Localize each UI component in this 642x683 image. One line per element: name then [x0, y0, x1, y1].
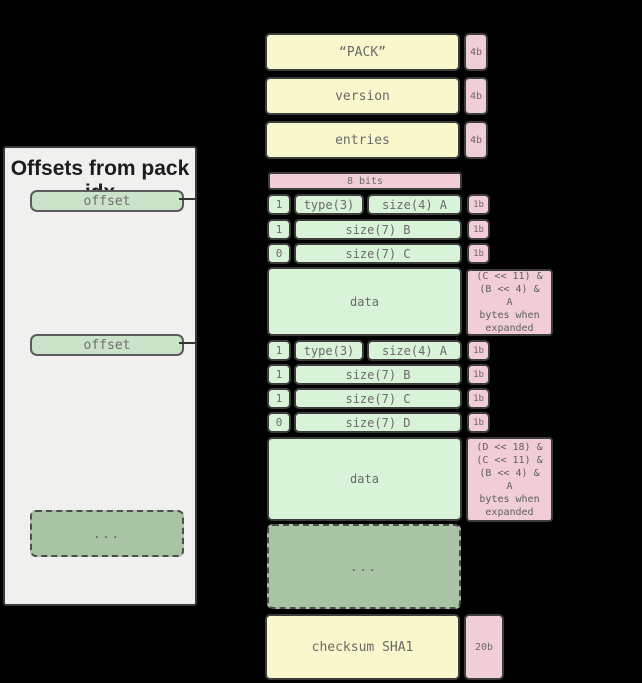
- bit-box: 1: [267, 364, 291, 385]
- field-box: size(4) A: [367, 340, 462, 361]
- entries-size-box: 4b: [464, 121, 488, 159]
- offset-box-2: offset: [30, 334, 184, 356]
- expansion-note-line: bytes when: [479, 493, 540, 505]
- data-box: data: [267, 267, 462, 336]
- version-block: version: [265, 77, 460, 115]
- byte-size-label: 4b: [469, 134, 483, 146]
- bits-header-bar: 8 bits: [268, 172, 462, 190]
- bit-box: 0: [267, 412, 291, 433]
- field-box: size(7) B: [294, 364, 462, 385]
- offset-box-1: offset: [30, 190, 184, 212]
- entries-label: entries: [335, 132, 390, 148]
- data-box: data: [267, 437, 462, 521]
- field-box: size(7) B: [294, 219, 462, 240]
- expansion-note-line: expanded: [485, 323, 534, 334]
- field-box: type(3): [294, 194, 364, 215]
- expansion-note-line: (C << 11) &: [476, 454, 543, 466]
- offsets-panel: Offsets from pack idx offset offset ...: [3, 146, 197, 606]
- field-box: size(7) C: [294, 388, 462, 409]
- expansion-note-line: A: [506, 480, 513, 492]
- checksum-block: checksum SHA1: [265, 614, 460, 680]
- checksum-size-box: 20b: [464, 614, 504, 680]
- byte-size-box: 1b: [467, 364, 490, 385]
- expansion-note-line: (B << 4) &: [479, 467, 540, 479]
- byte-size-box: 1b: [467, 412, 490, 433]
- version-label: version: [335, 88, 390, 104]
- field-box: size(4) A: [367, 194, 462, 215]
- bit-box: 1: [267, 194, 291, 215]
- more-offsets-box: ...: [30, 510, 184, 557]
- checksum-label: checksum SHA1: [311, 639, 414, 655]
- entries-block: entries: [265, 121, 460, 159]
- field-box: size(7) D: [294, 412, 462, 433]
- bit-box: 1: [267, 388, 291, 409]
- version-size-box: 4b: [464, 77, 488, 115]
- byte-size-box: 1b: [467, 194, 490, 215]
- bit-box: 1: [267, 219, 291, 240]
- bits-header-label: 8 bits: [346, 175, 384, 187]
- offset-label: offset: [83, 193, 131, 209]
- bit-box: 0: [267, 243, 291, 264]
- expansion-note-line: (D << 18) &: [476, 441, 543, 453]
- expansion-note-line: bytes when: [479, 310, 540, 321]
- pack-magic-label: “PACK”: [339, 44, 386, 60]
- expansion-note-line: (B << 4) &: [479, 284, 540, 295]
- ellipsis-label: ...: [93, 526, 121, 541]
- pack-magic-size-box: 4b: [464, 33, 488, 71]
- byte-size-label: 4b: [469, 90, 483, 102]
- ellipsis-label: ...: [350, 559, 378, 574]
- pack-magic-block: “PACK”: [265, 33, 460, 71]
- expansion-note-line: (C << 11) &: [476, 271, 543, 282]
- field-box: type(3): [294, 340, 364, 361]
- byte-size-label: 4b: [469, 46, 483, 58]
- byte-size-box: 1b: [467, 219, 490, 240]
- byte-size-box: 1b: [467, 243, 490, 264]
- offset-connector-line-2: [179, 342, 197, 344]
- expansion-note-line: A: [506, 297, 513, 308]
- field-box: size(7) C: [294, 243, 462, 264]
- expansion-note-line: expanded: [485, 506, 534, 518]
- byte-size-box: 1b: [467, 388, 490, 409]
- byte-size-label: 20b: [474, 641, 494, 653]
- offset-connector-line-1: [179, 198, 197, 200]
- bit-box: 1: [267, 340, 291, 361]
- byte-size-box: 1b: [467, 340, 490, 361]
- offset-label: offset: [83, 337, 131, 353]
- more-entries-box: ...: [267, 524, 461, 609]
